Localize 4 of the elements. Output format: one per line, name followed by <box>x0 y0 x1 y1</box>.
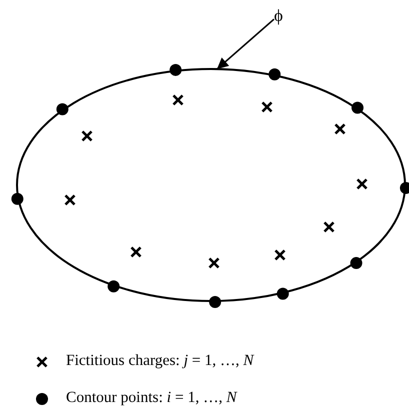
leader-arrow <box>216 18 275 70</box>
legend-text: Fictitious charges: j = 1, …, N <box>66 352 254 370</box>
symbol-label: ϕ <box>274 6 286 28</box>
legend-text: Contour points: i = 1, …, N <box>66 389 237 407</box>
